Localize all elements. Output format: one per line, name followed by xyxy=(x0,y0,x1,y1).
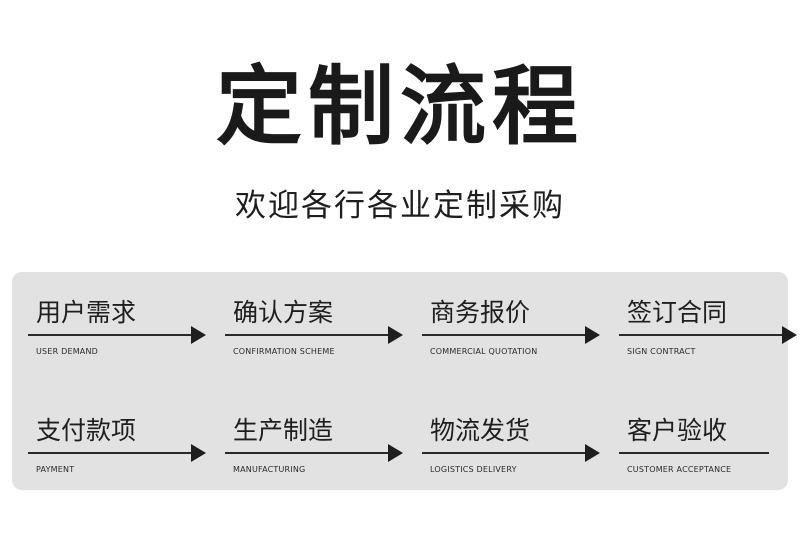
step-title: 签订合同 xyxy=(627,298,728,327)
step-title: 支付款项 xyxy=(36,416,137,445)
step-connector-line xyxy=(28,334,191,336)
arrow-right-icon xyxy=(191,444,206,462)
step-subtitle: PAYMENT xyxy=(36,465,75,474)
arrow-right-icon xyxy=(782,326,797,344)
step-title: 商务报价 xyxy=(430,298,531,327)
page-subtitle: 欢迎各行各业定制采购 xyxy=(235,188,565,224)
step-connector-line xyxy=(225,452,388,454)
step-subtitle: COMMERCIAL QUOTATION xyxy=(430,347,538,356)
step-subtitle: MANUFACTURING xyxy=(233,465,306,474)
step-subtitle: CUSTOMER ACCEPTANCE xyxy=(627,465,732,474)
step-title: 物流发货 xyxy=(430,416,531,445)
process-step-user-demand: 用户需求 USER DEMAND xyxy=(28,278,225,360)
arrow-right-icon xyxy=(585,326,600,344)
process-panel: 用户需求 USER DEMAND 确认方案 CONFIRMATION SCHEM… xyxy=(12,272,797,490)
process-step-manufacturing: 生产制造 MANUFACTURING xyxy=(225,396,422,478)
step-subtitle: SIGN CONTRACT xyxy=(627,347,696,356)
process-step-customer-acceptance: 客户验收 CUSTOMER ACCEPTANCE xyxy=(619,396,800,478)
arrow-right-icon xyxy=(191,326,206,344)
arrow-right-icon xyxy=(388,326,403,344)
step-connector-line xyxy=(422,334,585,336)
arrow-right-icon xyxy=(585,444,600,462)
step-subtitle: LOGISTICS DELIVERY xyxy=(430,465,517,474)
process-step-confirmation-scheme: 确认方案 CONFIRMATION SCHEME xyxy=(225,278,422,360)
process-step-sign-contract: 签订合同 SIGN CONTRACT xyxy=(619,278,800,360)
step-connector-line xyxy=(28,452,191,454)
step-connector-line xyxy=(225,334,388,336)
step-title: 生产制造 xyxy=(233,416,334,445)
process-step-commercial-quotation: 商务报价 COMMERCIAL QUOTATION xyxy=(422,278,619,360)
process-step-payment: 支付款项 PAYMENT xyxy=(28,396,225,478)
step-connector-line xyxy=(422,452,585,454)
step-connector-line xyxy=(619,452,769,454)
step-title: 确认方案 xyxy=(233,298,334,327)
process-step-logistics-delivery: 物流发货 LOGISTICS DELIVERY xyxy=(422,396,619,478)
step-title: 用户需求 xyxy=(36,298,137,327)
step-subtitle: USER DEMAND xyxy=(36,347,99,356)
step-subtitle: CONFIRMATION SCHEME xyxy=(233,347,335,356)
page-title: 定制流程 xyxy=(216,57,584,157)
arrow-right-icon xyxy=(388,444,403,462)
step-connector-line xyxy=(619,334,782,336)
step-title: 客户验收 xyxy=(627,416,728,445)
